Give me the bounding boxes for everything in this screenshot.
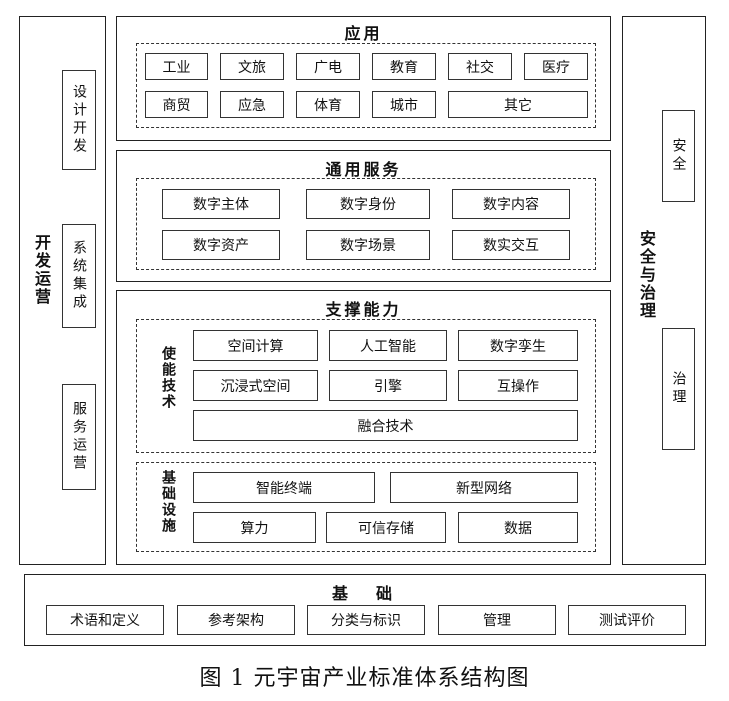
infra-data: 数据	[458, 512, 578, 543]
foundation-testing-evaluation: 测试评价	[568, 605, 686, 635]
application-title: 应用	[344, 24, 383, 43]
enabling-tech-label: 使能技术	[160, 346, 176, 410]
figure-caption: 图 1 元宇宙产业标准体系结构图	[199, 666, 530, 691]
service-digital-subject: 数字主体	[162, 189, 280, 219]
app-broadcast: 广电	[296, 53, 360, 80]
dev-ops-item-integration: 系统集成	[62, 224, 96, 328]
support-capability-title: 支撑能力	[325, 300, 402, 319]
infrastructure-label: 基础设施	[160, 470, 176, 534]
foundation-title: 基 础	[331, 584, 398, 603]
foundation-terms: 术语和定义	[46, 605, 164, 635]
infrastructure-dashed-group	[136, 462, 596, 552]
dev-ops-item-operation: 服务运营	[62, 384, 96, 490]
tech-engine: 引擎	[329, 370, 447, 401]
service-digital-asset: 数字资产	[162, 230, 280, 260]
app-sports: 体育	[296, 91, 360, 118]
foundation-classification: 分类与标识	[307, 605, 425, 635]
tech-interoperability: 互操作	[458, 370, 578, 401]
tech-spatial-computing: 空间计算	[193, 330, 318, 361]
dev-ops-title: 开发运营	[32, 234, 51, 306]
service-digital-scene: 数字场景	[306, 230, 430, 260]
infra-smart-terminal: 智能终端	[193, 472, 375, 503]
general-service-dashed-group	[136, 178, 596, 270]
enabling-tech-dashed-group	[136, 319, 596, 453]
service-digital-identity: 数字身份	[306, 189, 430, 219]
security-governance-title: 安全与治理	[637, 230, 656, 320]
app-city: 城市	[372, 91, 436, 118]
app-culture-tourism: 文旅	[220, 53, 284, 80]
app-emergency: 应急	[220, 91, 284, 118]
app-industry: 工业	[145, 53, 208, 80]
service-digital-content: 数字内容	[452, 189, 570, 219]
app-other: 其它	[448, 91, 588, 118]
service-digital-real-interaction: 数实交互	[452, 230, 570, 260]
security-item: 安全	[662, 110, 695, 202]
tech-fusion: 融合技术	[193, 410, 578, 441]
foundation-management: 管理	[438, 605, 556, 635]
app-social: 社交	[448, 53, 512, 80]
app-medical: 医疗	[524, 53, 588, 80]
foundation-reference-architecture: 参考架构	[177, 605, 295, 635]
dev-ops-item-design: 设计开发	[62, 70, 96, 170]
tech-digital-twin: 数字孪生	[458, 330, 578, 361]
tech-ai: 人工智能	[329, 330, 447, 361]
app-commerce: 商贸	[145, 91, 208, 118]
infra-trusted-storage: 可信存储	[326, 512, 446, 543]
application-dashed-group	[136, 43, 596, 128]
general-service-title: 通用服务	[325, 160, 402, 179]
infra-computing-power: 算力	[193, 512, 316, 543]
governance-item: 治理	[662, 328, 695, 450]
app-education: 教育	[372, 53, 436, 80]
security-governance-panel	[622, 16, 706, 565]
tech-immersive-space: 沉浸式空间	[193, 370, 318, 401]
infra-new-network: 新型网络	[390, 472, 578, 503]
